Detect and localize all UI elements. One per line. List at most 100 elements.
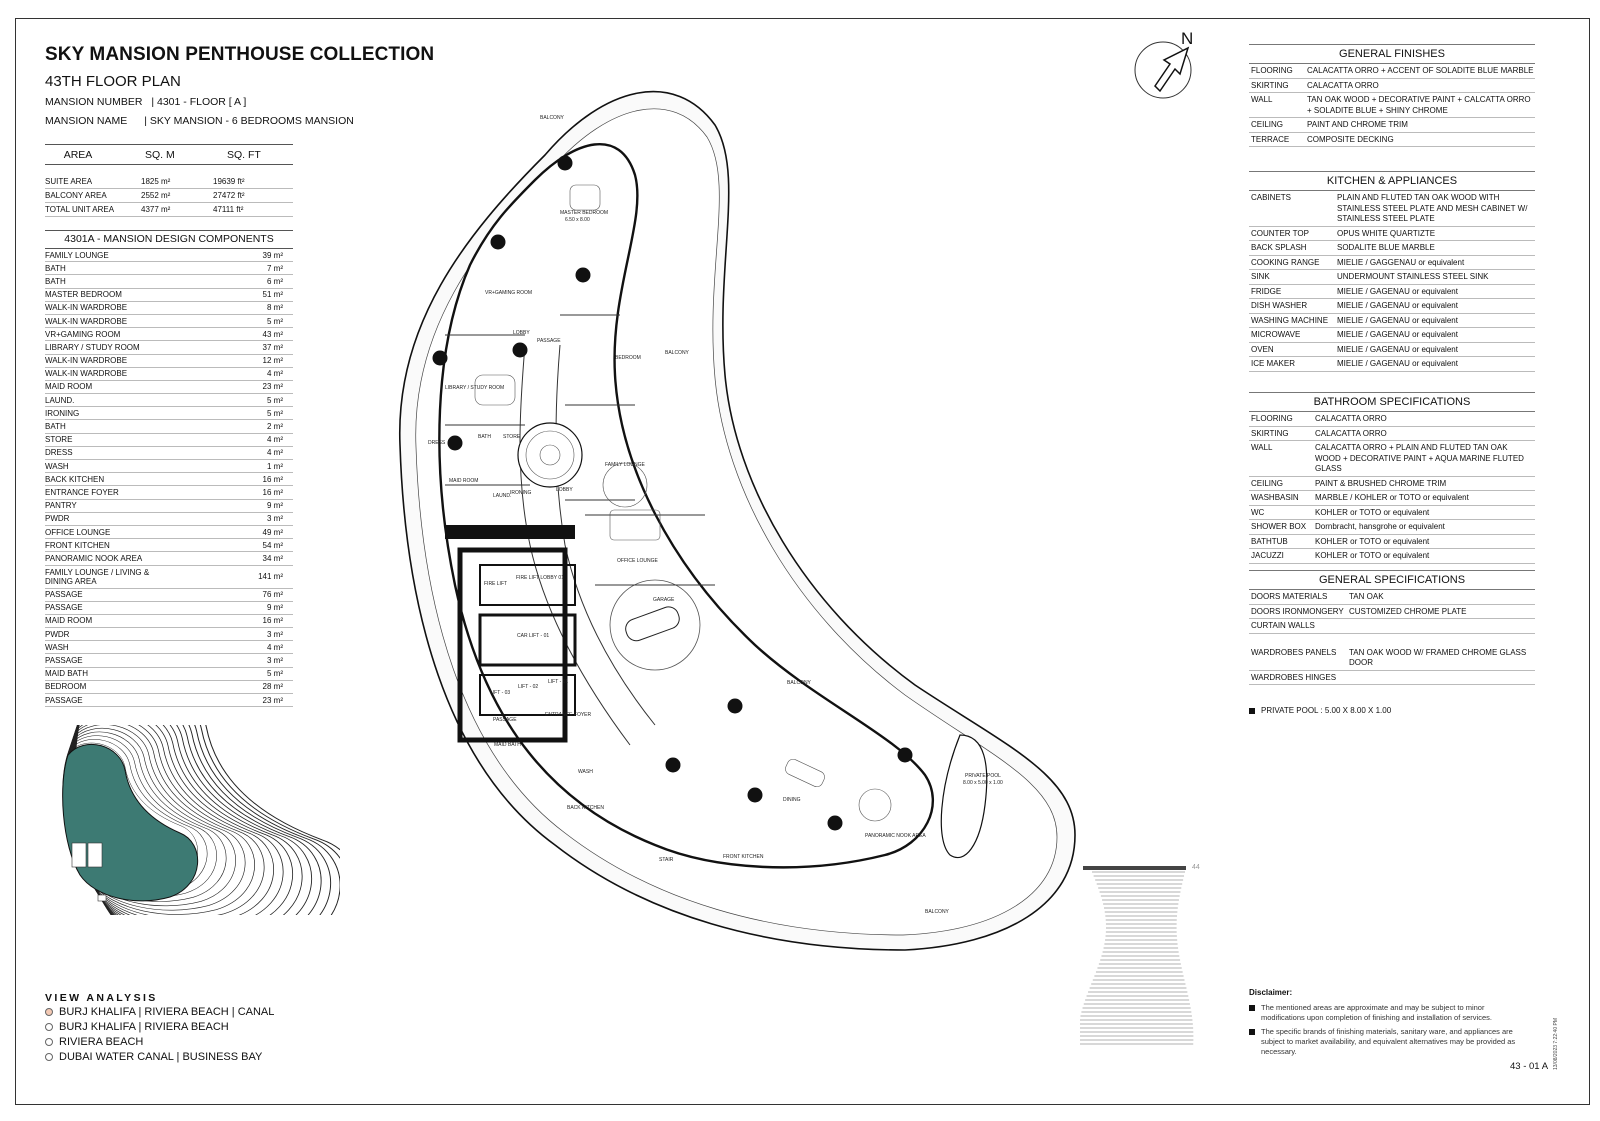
core-walls	[457, 547, 568, 743]
area-table-header: AREA SQ. M SQ. FT	[45, 144, 293, 165]
spiral-stair-inner	[525, 430, 575, 480]
spec-key: TERRACE	[1251, 134, 1290, 144]
component-area: 37 m²	[262, 342, 283, 352]
component-area: 54 m²	[262, 540, 283, 550]
plan-label-library: LIBRARY / STUDY ROOM	[445, 385, 505, 391]
plan-label-maid-room: MAID ROOM	[449, 478, 479, 484]
spec-key: DISH WASHER	[1251, 301, 1308, 310]
component-name: PASSAGE	[45, 656, 83, 666]
disclaimer-title: Disclaimer:	[1249, 988, 1293, 997]
component-name: WALK-IN WARDROBE	[45, 316, 128, 326]
component-area: 16 m²	[262, 474, 283, 484]
corridor-line	[555, 344, 656, 726]
component-area: 12 m²	[262, 356, 283, 366]
spec-key: FLOORING	[1251, 66, 1293, 75]
component-area: 1 m²	[267, 461, 283, 471]
spec-key: JACUZZI	[1251, 551, 1284, 560]
component-area: 7 m²	[267, 263, 283, 273]
legend-circle-icon	[45, 1037, 53, 1046]
spec-key: CURTAIN WALLS	[1251, 621, 1315, 630]
spec-key: WALL	[1251, 443, 1273, 452]
floor-plan-subtitle: 43TH FLOOR PLAN	[45, 73, 181, 90]
spec-key: CABINETS	[1251, 193, 1292, 202]
floor-plan	[399, 90, 1076, 951]
view-analysis-label: BURJ KHALIFA | RIVIERA BEACH	[59, 1021, 229, 1034]
general-finishes-title: GENERAL FINISHES	[1249, 44, 1535, 64]
disclaimer-text: The mentioned areas are approximate and …	[1261, 1003, 1492, 1022]
structural-column	[557, 155, 573, 171]
structural-column	[432, 350, 448, 366]
spec-row: WASHBASIN MARBLE / KOHLER or TOTO or equi…	[1249, 491, 1535, 506]
spec-value: MIELIE / GAGENAU or equivalent	[1337, 286, 1458, 296]
spec-key: WASHBASIN	[1251, 493, 1299, 502]
component-area: 2 m²	[267, 422, 283, 432]
component-area: 4 m²	[267, 448, 283, 458]
view-analysis-title: VIEW ANALYSIS	[45, 992, 158, 1004]
area-cell-sqft: 19639 ft²	[213, 177, 245, 186]
spec-row: CURTAIN WALLS	[1249, 619, 1535, 634]
component-name: LAUND.	[45, 395, 75, 405]
area-cell-sqft: 47111 ft²	[213, 205, 244, 214]
spec-value: KOHLER or TOTO or equivalent	[1315, 507, 1430, 517]
area-cell-sqft: 27472 ft²	[213, 191, 245, 200]
spec-value: MIELIE / GAGENAU or equivalent	[1337, 330, 1458, 339]
structural-column	[897, 747, 913, 763]
date-stamp: 13/08/2023 7:22:40 PM	[1553, 1018, 1559, 1070]
private-pool-spec: PRIVATE POOL : 5.00 X 8.00 X 1.00	[1249, 706, 1391, 715]
tower-elevation	[1080, 866, 1194, 1045]
component-name: LIBRARY / STUDY ROOM	[45, 342, 140, 352]
spec-key: BATHTUB	[1251, 536, 1288, 546]
area-cell-name: TOTAL UNIT AREA	[45, 205, 115, 214]
component-name: VR+GAMING ROOM	[45, 329, 121, 339]
bullet-square-icon	[1249, 707, 1255, 714]
spec-value: MARBLE / KOHLER or TOTO or equivalent	[1315, 493, 1469, 502]
component-name: BEDROOM	[45, 682, 87, 692]
plan-label-office-lounge: OFFICE LOUNGE	[617, 558, 658, 564]
spec-value: TAN OAK WOOD + DECORATIVE PAINT + CALCAT…	[1307, 95, 1531, 115]
plan-label-family-lounge: FAMILY LOUNGE	[605, 462, 645, 468]
component-name: FRONT KITCHEN	[45, 540, 110, 550]
spec-value: CALACATTA ORRO + PLAIN AND FLUTED TAN OA…	[1315, 443, 1524, 473]
spec-key: ICE MAKER	[1251, 359, 1296, 368]
component-area: 141 m²	[258, 572, 283, 581]
mansion-number-label: MANSION NUMBER	[45, 96, 143, 108]
plan-label-lift-01: LIFT - 01	[548, 679, 569, 685]
key-plan	[62, 725, 340, 915]
spec-value: CUSTOMIZED CHROME PLATE	[1349, 606, 1467, 616]
partition-walls	[445, 314, 715, 586]
spec-value: MIELIE / GAGENAU or equivalent	[1337, 359, 1458, 368]
spec-value: COMPOSITE DECKING	[1307, 134, 1394, 144]
keyplan-marker	[97, 894, 107, 902]
component-area: 76 m²	[262, 590, 283, 600]
keyplan-pool-water	[62, 743, 199, 902]
sheet-number: 43 - 01 A	[1510, 1061, 1549, 1072]
plan-label-ironing: IRONING	[510, 490, 532, 496]
plan-label-bedroom: BEDROOM	[615, 355, 641, 361]
component-area: 3 m²	[267, 514, 283, 524]
component-name: PWDR	[45, 629, 70, 639]
plan-label-balcony-2: BALCONY	[540, 115, 564, 121]
component-area: 34 m²	[262, 553, 283, 563]
plan-label-master-bedroom-dims: 6.50 x 8.00	[565, 217, 590, 223]
component-area: 4 m²	[267, 642, 283, 652]
car-icon	[625, 606, 680, 642]
